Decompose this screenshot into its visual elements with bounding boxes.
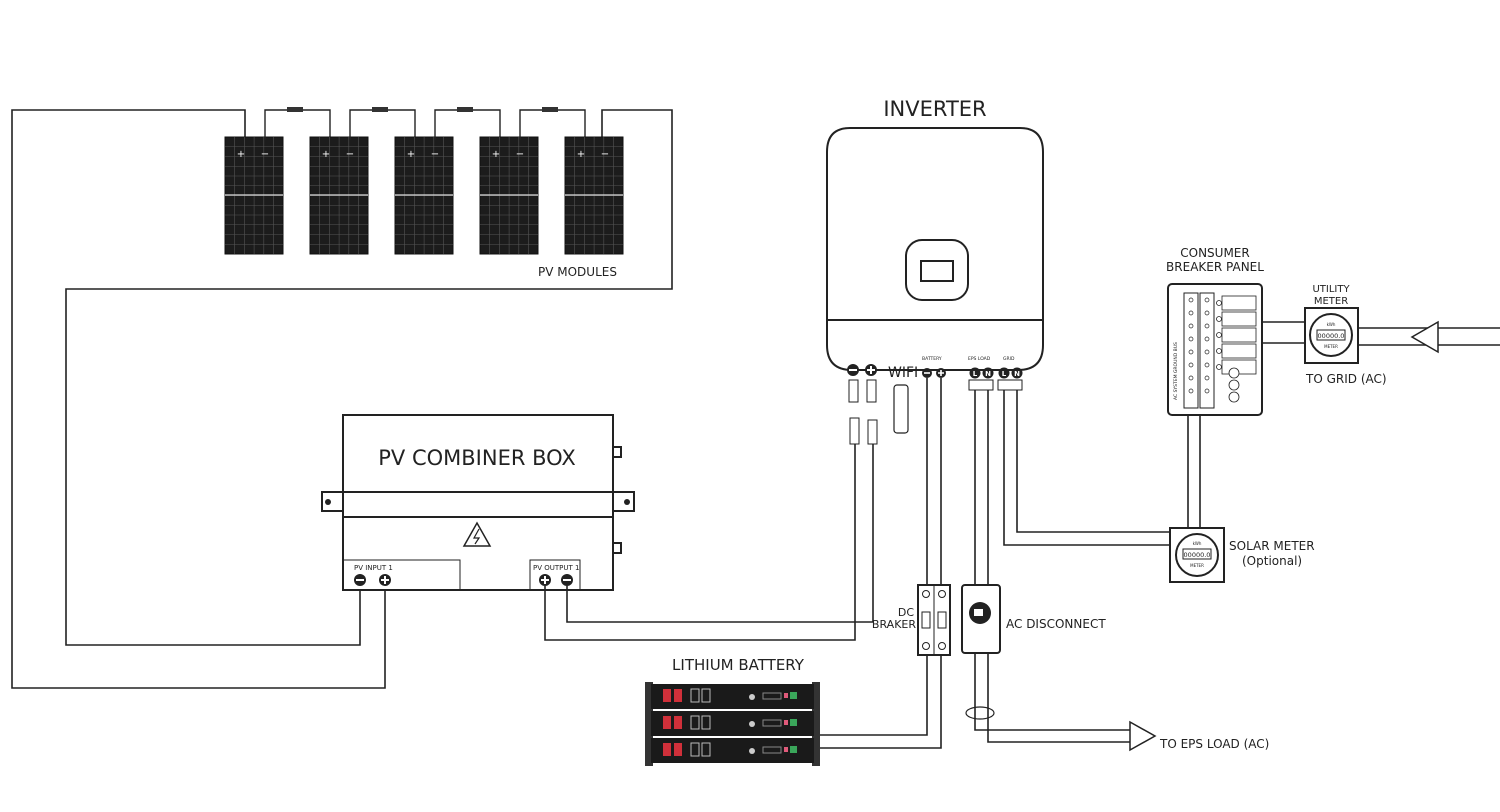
svg-text:+: + [322, 149, 330, 160]
grid-arrow-icon [1410, 320, 1439, 354]
svg-text:−: − [261, 149, 269, 160]
ac-disconnect [961, 584, 1001, 654]
consumer-breaker-panel: AC SYSTEM GROUND BUS [1167, 283, 1263, 416]
pv-negative-string-wire [65, 109, 673, 646]
pv-module: +− [309, 136, 369, 255]
pv-output-positive-wire [544, 440, 856, 641]
lithium-battery-label: LITHIUM BATTERY [672, 656, 805, 674]
pv-modules-label: PV MODULES [538, 265, 617, 279]
solar-meter-label: SOLAR METER [1229, 539, 1315, 553]
high-voltage-warning-icon [462, 521, 492, 547]
consumer-panel-label-2: BREAKER PANEL [1166, 260, 1264, 274]
wifi-dongle [893, 384, 909, 434]
svg-text:L: L [973, 370, 978, 378]
pv-modules: +−+−+−+−+− [224, 107, 624, 255]
battery-positive-wire [820, 378, 942, 749]
pv-positive-string-wire [11, 109, 386, 689]
svg-text:−: − [601, 149, 609, 160]
eps-load-l-wire [974, 390, 1130, 731]
combiner-box-title: PV COMBINER BOX [378, 446, 575, 470]
svg-text:−: − [431, 149, 439, 160]
meter-unit: kWh [1327, 322, 1336, 327]
battery-module [651, 711, 814, 736]
inverter: WIFI BATTERY EPS LOAD GRID L N L N [826, 127, 1044, 445]
to-grid-label: TO GRID (AC) [1305, 372, 1387, 386]
grid-port-label: GRID [1003, 356, 1015, 362]
wifi-label: WIFI [888, 365, 918, 381]
pv-input-label: PV INPUT 1 [354, 564, 393, 572]
pv-module: +− [479, 136, 539, 255]
eps-load-n-wire [987, 390, 1130, 743]
solar-meter-reading: 00000.0 [1184, 551, 1211, 559]
inverter-title: INVERTER [883, 97, 986, 121]
series-jumper [519, 109, 586, 140]
ct-clamp [965, 706, 995, 720]
eps-load-arrow-icon [1129, 720, 1157, 752]
ac-disconnect-label: AC DISCONNECT [1006, 617, 1106, 631]
svg-text:−: − [516, 149, 524, 160]
battery-module [651, 738, 814, 763]
combiner-terminals [354, 574, 573, 586]
svg-text:+: + [237, 149, 245, 160]
svg-text:N: N [1014, 370, 1020, 378]
svg-text:+: + [577, 149, 585, 160]
meter-unit: kWh [1193, 541, 1202, 546]
series-jumper [264, 109, 331, 140]
solar-meter-note: (Optional) [1242, 554, 1302, 568]
svg-text:N: N [985, 370, 991, 378]
grid-l-wire [1003, 390, 1170, 546]
utility-meter-reading: 00000.0 [1318, 332, 1345, 340]
battery-negative-wire [820, 378, 928, 736]
dc-breaker [917, 584, 951, 656]
utility-meter-label-2: METER [1314, 296, 1348, 307]
dc-breaker-label: DC [898, 606, 914, 619]
svg-text:+: + [492, 149, 500, 160]
meter-word: METER [1324, 344, 1338, 349]
svg-text:L: L [1002, 370, 1007, 378]
to-eps-load-label: TO EPS LOAD (AC) [1159, 737, 1269, 751]
lithium-battery [645, 682, 820, 766]
eps-load-port-label: EPS LOAD [968, 356, 991, 362]
utility-meter-label: UTILITY [1312, 284, 1350, 295]
pv-output-label: PV OUTPUT 1 [533, 564, 579, 572]
dc-breaker-label-2: BRAKER [872, 618, 916, 631]
pv-module: +− [224, 136, 284, 255]
pv-combiner-box: PV COMBINER BOX PV INPUT 1 PV OUTPUT 1 [321, 414, 635, 591]
series-jumper [349, 109, 416, 140]
pv-module: +− [564, 136, 624, 255]
grid-n-wire [1016, 390, 1170, 533]
pv-module: +− [394, 136, 454, 255]
utility-meter: 00000.0 kWh METER [1304, 307, 1359, 364]
series-jumper [434, 109, 501, 140]
battery-port-label: BATTERY [922, 356, 942, 362]
solar-meter: 00000.0 kWh METER [1169, 527, 1225, 583]
battery-module [651, 684, 814, 709]
pv-output-negative-wire [566, 440, 874, 623]
svg-text:−: − [346, 149, 354, 160]
ground-bus-label: AC SYSTEM GROUND BUS [1173, 342, 1179, 400]
consumer-panel-label: CONSUMER [1180, 246, 1249, 260]
svg-text:+: + [407, 149, 415, 160]
meter-word: METER [1190, 563, 1204, 568]
